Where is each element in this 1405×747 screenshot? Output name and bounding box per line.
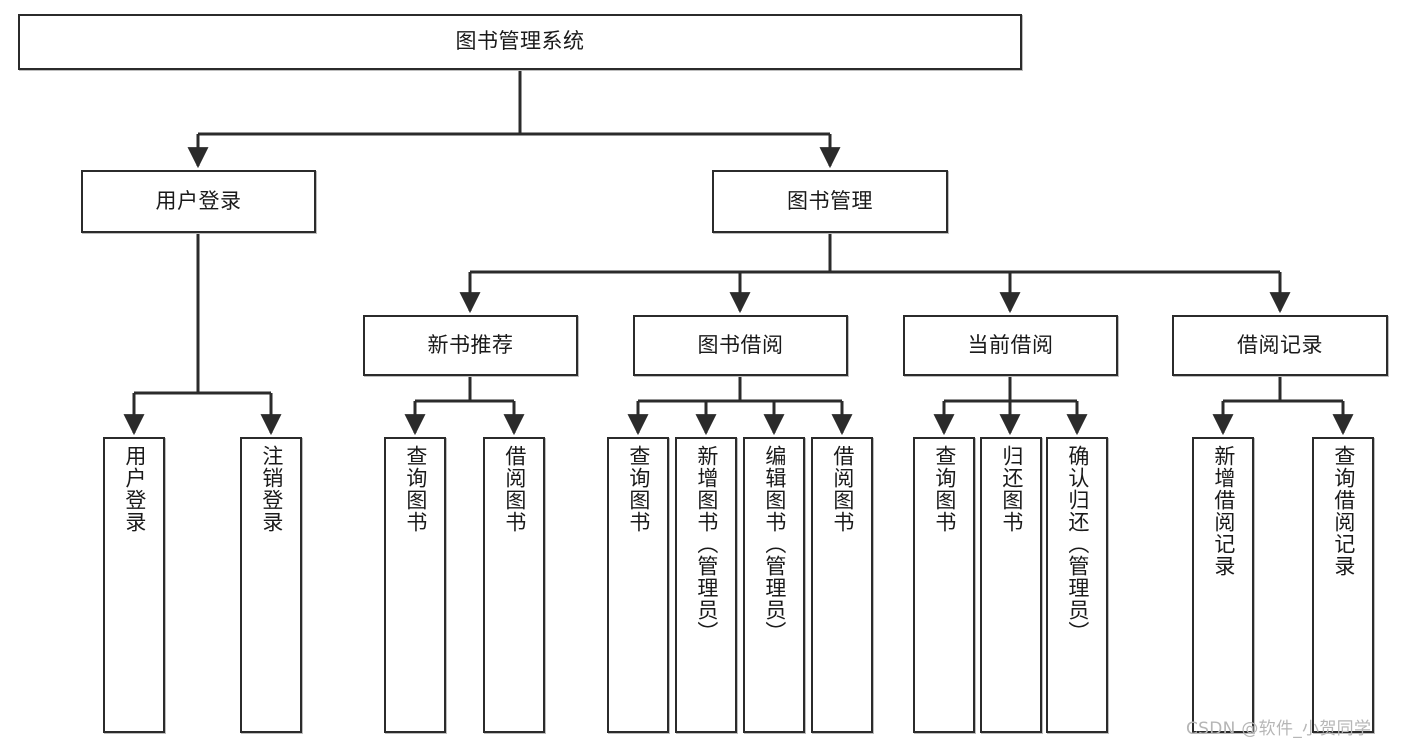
leaf-return-book[interactable]: 归还图书 <box>980 437 1042 733</box>
leaf-borrow-book-recommend[interactable]: 借阅图书 <box>483 437 545 733</box>
node-label: 借阅图书 <box>830 445 855 533</box>
node-root-book-management-system[interactable]: 图书管理系统 <box>18 14 1022 70</box>
leaf-query-book-recommend[interactable]: 查询图书 <box>384 437 446 733</box>
node-label: 借阅图书 <box>502 445 527 533</box>
node-label: 查询图书 <box>626 445 651 533</box>
leaf-query-book-current[interactable]: 查询图书 <box>913 437 975 733</box>
leaf-user-login[interactable]: 用户登录 <box>103 437 165 733</box>
node-label: 注销登录 <box>259 445 284 533</box>
node-label: 确认归还（管理员） <box>1065 445 1090 643</box>
leaf-query-borrow-record[interactable]: 查询借阅记录 <box>1312 437 1374 733</box>
leaf-confirm-return-admin[interactable]: 确认归还（管理员） <box>1046 437 1108 733</box>
leaf-query-book-borrow[interactable]: 查询图书 <box>607 437 669 733</box>
leaf-add-book-admin[interactable]: 新增图书（管理员） <box>675 437 737 733</box>
node-label: 查询图书 <box>932 445 957 533</box>
node-label: 当前借阅 <box>967 332 1054 357</box>
node-label: 查询图书 <box>403 445 428 533</box>
node-label: 用户登录 <box>122 445 147 533</box>
node-new-book-recommend[interactable]: 新书推荐 <box>363 315 578 376</box>
node-label: 图书管理系统 <box>455 29 585 54</box>
node-label: 编辑图书（管理员） <box>762 445 787 643</box>
node-label: 归还图书 <box>999 445 1024 533</box>
leaf-edit-book-admin[interactable]: 编辑图书（管理员） <box>743 437 805 733</box>
node-label: 用户登录 <box>155 188 242 213</box>
leaf-add-borrow-record[interactable]: 新增借阅记录 <box>1192 437 1254 733</box>
node-user-login[interactable]: 用户登录 <box>81 170 316 233</box>
node-label: 图书借阅 <box>697 332 784 357</box>
node-current-borrow[interactable]: 当前借阅 <box>903 315 1118 376</box>
node-label: 新增图书（管理员） <box>694 445 719 643</box>
csdn-watermark: CSDN @软件_小贺同学 <box>1186 719 1372 739</box>
node-book-borrow[interactable]: 图书借阅 <box>633 315 848 376</box>
node-label: 查询借阅记录 <box>1331 445 1356 577</box>
node-book-management[interactable]: 图书管理 <box>712 170 948 233</box>
node-label: 新书推荐 <box>427 332 514 357</box>
node-borrow-record[interactable]: 借阅记录 <box>1172 315 1388 376</box>
leaf-borrow-book[interactable]: 借阅图书 <box>811 437 873 733</box>
node-label: 图书管理 <box>787 188 873 213</box>
leaf-user-logout[interactable]: 注销登录 <box>240 437 302 733</box>
node-label: 借阅记录 <box>1237 332 1323 357</box>
node-label: 新增借阅记录 <box>1211 445 1236 577</box>
